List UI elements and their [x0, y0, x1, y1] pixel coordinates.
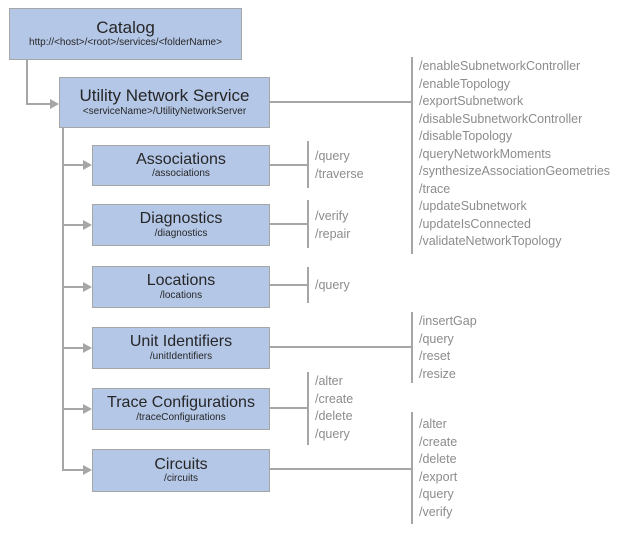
service-path: <serviceName>/UtilityNetworkServer — [82, 105, 247, 117]
circuits-path: /circuits — [164, 473, 198, 485]
connector-line — [270, 223, 308, 225]
operation-label: /export — [419, 469, 458, 484]
associations-path: /associations — [152, 168, 210, 180]
operation-label: /updateIsConnected — [419, 216, 531, 231]
operation-label: /validateNetworkTopology — [419, 234, 562, 248]
connector-line — [270, 284, 308, 286]
trace-configurations-title: Trace Configurations — [107, 394, 255, 412]
arrow-right-icon — [83, 282, 92, 292]
connector-line — [270, 101, 412, 103]
connector-trunk-line — [62, 128, 64, 471]
trace-configurations-operations-list: /alter/create/delete/query — [315, 373, 353, 443]
unit-identifiers-path: /unitIdentifiers — [149, 350, 213, 362]
connector-line — [26, 103, 50, 105]
connector-line — [62, 408, 83, 410]
operation-label: /insertGap — [419, 314, 477, 328]
connector-line — [62, 347, 83, 349]
connector-line — [62, 224, 83, 226]
operation-label: /create — [419, 434, 458, 449]
operation-label: /enableSubnetworkController — [419, 59, 581, 73]
unit-identifiers-node: Unit Identifiers /unitIdentifiers — [92, 327, 270, 369]
trace-configurations-path: /traceConfigurations — [136, 411, 226, 423]
connector-line — [270, 468, 412, 470]
circuits-title: Circuits — [154, 455, 208, 473]
operation-label: /query — [315, 278, 350, 292]
connector-line — [270, 346, 412, 348]
connector-line — [62, 469, 83, 471]
operation-label: /traverse — [315, 166, 364, 181]
operation-label: /trace — [419, 181, 451, 196]
unit-identifiers-operations-list: /insertGap/query/reset/resize — [419, 313, 477, 383]
connector-line — [307, 200, 309, 248]
connector-line — [411, 412, 413, 524]
connector-line — [411, 57, 413, 254]
locations-path: /locations — [159, 289, 203, 301]
operation-label: /verify — [315, 209, 349, 223]
diagnostics-node: Diagnostics /diagnostics — [92, 204, 270, 246]
connector-line — [270, 407, 308, 409]
operation-label: /delete — [315, 409, 353, 423]
associations-title: Associations — [136, 150, 226, 168]
operation-label: /disableSubnetworkController — [419, 111, 583, 126]
unit-identifiers-title: Unit Identifiers — [129, 333, 233, 351]
catalog-node: Catalog http://<host>/<root>/services/<f… — [9, 8, 242, 60]
diagnostics-path: /diagnostics — [154, 227, 208, 239]
operation-label: /query — [419, 331, 454, 346]
connector-line — [411, 312, 413, 383]
arrow-right-icon — [83, 160, 92, 170]
connector-line — [307, 267, 309, 303]
connector-line — [62, 286, 83, 288]
operation-label: /alter — [315, 374, 343, 388]
operation-label: /verify — [419, 504, 453, 519]
arrow-right-icon — [83, 343, 92, 353]
utility-network-service-node: Utility Network Service <serviceName>/Ut… — [59, 77, 270, 128]
arrow-right-icon — [50, 99, 59, 109]
operation-label: /query — [419, 487, 454, 501]
operation-label: /exportSubnetwork — [419, 94, 524, 108]
operation-label: /updateSubnetwork — [419, 199, 527, 213]
locations-title: Locations — [146, 272, 216, 290]
service-title: Utility Network Service — [79, 86, 250, 106]
service-operations-list: /enableSubnetworkController/enableTopolo… — [419, 58, 610, 251]
connector-line — [62, 164, 83, 166]
diagnostics-title: Diagnostics — [139, 210, 223, 228]
operation-label: /query — [315, 149, 350, 163]
arrow-right-icon — [83, 220, 92, 230]
diagnostics-operations-list: /verify/repair — [315, 208, 350, 243]
arrow-right-icon — [83, 404, 92, 414]
operation-label: /delete — [419, 452, 457, 466]
circuits-operations-list: /alter/create/delete/export/query/verify — [419, 416, 457, 521]
operation-label: /repair — [315, 226, 351, 241]
associations-node: Associations /associations — [92, 145, 270, 186]
associations-operations-list: /query/traverse — [315, 148, 364, 183]
arrow-right-icon — [83, 465, 92, 475]
connector-line — [270, 164, 308, 166]
connector-line — [307, 141, 309, 188]
operation-label: /synthesizeAssociationGeometries — [419, 164, 611, 178]
locations-node: Locations /locations — [92, 266, 270, 308]
locations-operations-list: /query — [315, 277, 350, 295]
circuits-node: Circuits /circuits — [92, 449, 270, 492]
operation-label: /queryNetworkMoments — [419, 146, 551, 161]
trace-configurations-node: Trace Configurations /traceConfiguration… — [92, 388, 270, 430]
operation-label: /alter — [419, 417, 447, 431]
connector-line — [26, 60, 28, 105]
catalog-url: http://<host>/<root>/services/<folderNam… — [29, 37, 222, 49]
operation-label: /resize — [419, 366, 456, 381]
operation-label: /enableTopology — [419, 76, 511, 91]
connector-line — [307, 372, 309, 445]
catalog-title: Catalog — [96, 17, 155, 37]
operation-label: /query — [315, 426, 350, 441]
operation-label: /create — [315, 391, 354, 406]
operation-label: /reset — [419, 349, 451, 363]
operation-label: /disableTopology — [419, 129, 513, 143]
